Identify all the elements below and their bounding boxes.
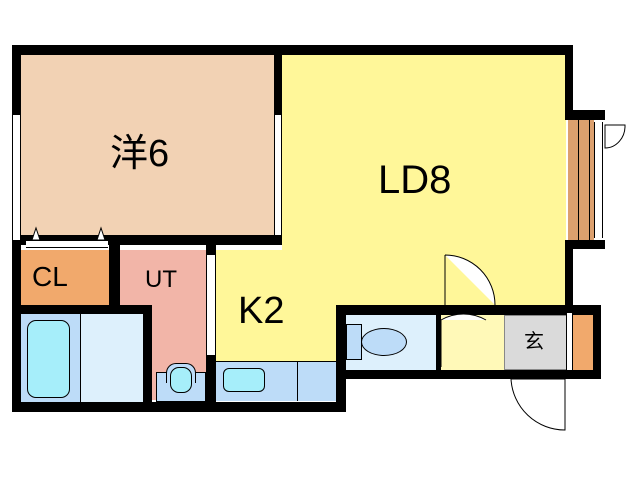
wall-balcony-top [565,110,605,120]
western-room [21,55,274,235]
toilet-door-icon [440,313,487,367]
closet-marker-icon [96,226,106,241]
room-label-kitchen: K2 [238,290,285,332]
wall-balcony-bottom [565,240,605,249]
wall-western-bottom [12,235,282,245]
wall-toilet-bottom [346,370,601,379]
hallway [440,315,504,370]
wall-bath-right [143,305,152,412]
wall-closet-right [109,245,120,314]
room-label-entrance: 玄 [524,331,544,353]
closet-marker-icon [31,226,41,241]
wall-entrance-right [593,305,601,379]
wall-kitchen-right [336,305,346,412]
washbasin-bowl [170,367,192,393]
room-label-western: 洋6 [110,133,170,175]
wall-top [12,45,573,55]
room-label-utility: UT [145,266,177,293]
toilet-bowl [361,328,407,356]
counter-divider [297,361,298,401]
entrance [504,315,567,370]
closet-sliding-door [26,240,108,248]
wall-bottom-left [12,402,346,412]
kitchen-area [216,250,346,362]
bathtub [27,320,70,398]
room-label-ld: LD8 [378,158,452,202]
window-west [12,115,21,240]
closet [21,250,109,305]
ld-door-icon [444,254,496,306]
wall-toilet-top [336,305,601,315]
wall-toilet-hall [436,305,441,379]
entrance-door-icon [510,378,566,431]
balcony-door-icon [604,124,626,149]
entrance-step [566,313,573,370]
wall-closet-bottom [12,305,152,314]
kitchen-sink [223,368,265,392]
window-ut [206,255,216,355]
room-label-closet: CL [32,261,68,292]
wall-right-lower [565,240,573,310]
balcony-window [594,122,603,238]
window-western-right [274,115,282,235]
balcony-divider [578,120,579,240]
shoe-cabinet [573,315,593,370]
wall-right-upper [565,45,573,120]
balcony-divider [589,120,590,240]
